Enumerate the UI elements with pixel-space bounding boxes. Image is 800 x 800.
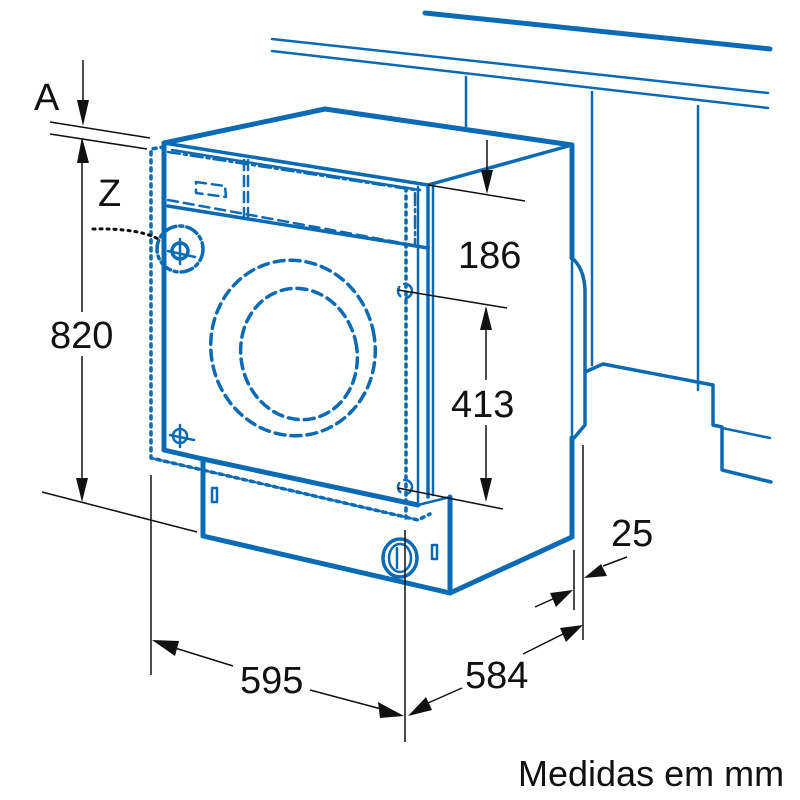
fixing-point-z-ring	[155, 224, 205, 274]
spacing-arrow-bottom	[480, 478, 492, 502]
depth-line-right	[522, 632, 566, 655]
plinth-box	[200, 456, 453, 596]
width-arrow-right	[378, 702, 404, 718]
dimension-depth: 584	[465, 655, 528, 697]
height-arrow-top	[77, 137, 89, 163]
dimension-fixing-spacing: 413	[451, 384, 514, 426]
plinth-slot-right	[430, 543, 439, 561]
a-ext-line-bottom	[49, 133, 148, 150]
fixing-point-z	[155, 224, 205, 274]
plinth-top-edge	[720, 426, 772, 440]
plinth-right	[583, 362, 773, 484]
kitchen-cabinet	[270, 10, 773, 484]
cabinet-side-bulge	[570, 256, 587, 440]
top-panel-ext-line	[427, 184, 526, 202]
machine-back-bottom	[447, 435, 575, 596]
machine-top-back	[161, 106, 575, 148]
dimension-height: 820	[50, 315, 113, 357]
spacing-ext-line-bottom	[397, 487, 504, 510]
door-outer-ring	[208, 258, 378, 438]
width-line-left	[174, 647, 234, 667]
clearance-line-right	[602, 556, 628, 567]
spacing-arrow-top	[480, 306, 492, 330]
label-z: Z	[98, 173, 121, 215]
control-panel-bottom	[166, 204, 430, 250]
panel-bottom-left	[161, 447, 206, 462]
display-icon	[194, 180, 228, 199]
washing-machine	[149, 106, 575, 596]
worktop-front-edge-bottom	[270, 49, 770, 110]
a-ext-line-top	[49, 121, 151, 139]
door-inner-ring	[238, 286, 360, 422]
niche-outline	[149, 145, 432, 522]
depth-line-left	[427, 687, 463, 704]
depth-arrow-right	[560, 625, 583, 642]
depth-arrow-left	[408, 697, 432, 716]
clearance-arrow-left	[550, 590, 573, 607]
height-arrow-bottom	[76, 478, 88, 502]
dimension-clearance: 25	[611, 513, 653, 555]
fixing-point-bottom-left	[168, 423, 196, 449]
plinth-top-dotted	[149, 456, 420, 522]
units-note: Medidas em mm	[518, 753, 784, 794]
worktop-front-edge-top	[270, 37, 770, 95]
drain-pump-cap-inner	[387, 542, 413, 574]
height-ext-line-bottom	[41, 491, 198, 533]
drain-pump-cap-outer	[381, 537, 419, 579]
machine-top-side	[426, 143, 574, 187]
control-panel-outline	[166, 150, 417, 248]
machine-top-front	[162, 141, 430, 187]
fixing-point-right-bottom	[396, 478, 414, 496]
width-line-right	[309, 689, 386, 711]
dimension-top-panel: 186	[458, 235, 521, 277]
worktop-back-edge	[422, 10, 773, 52]
dimension-width: 595	[240, 660, 303, 702]
fixing-point-right-top	[396, 282, 414, 300]
crosshair-h	[166, 249, 197, 259]
a-arrow-head	[77, 100, 89, 126]
clearance-arrow-right	[584, 564, 607, 578]
plinth-slot-left	[210, 486, 219, 504]
top-panel-arrow-head	[481, 170, 493, 194]
spacing-ext-line-top	[397, 289, 508, 309]
crosshair-h	[168, 433, 196, 442]
z-leader	[91, 227, 162, 242]
width-arrow-left	[152, 640, 179, 656]
panel-bottom-side	[416, 495, 452, 507]
label-a: A	[34, 77, 60, 119]
control-panel-inner-bottom	[166, 198, 420, 248]
panel-bottom	[200, 456, 421, 508]
dimension-lines	[41, 60, 628, 742]
clearance-line-left	[534, 597, 556, 608]
